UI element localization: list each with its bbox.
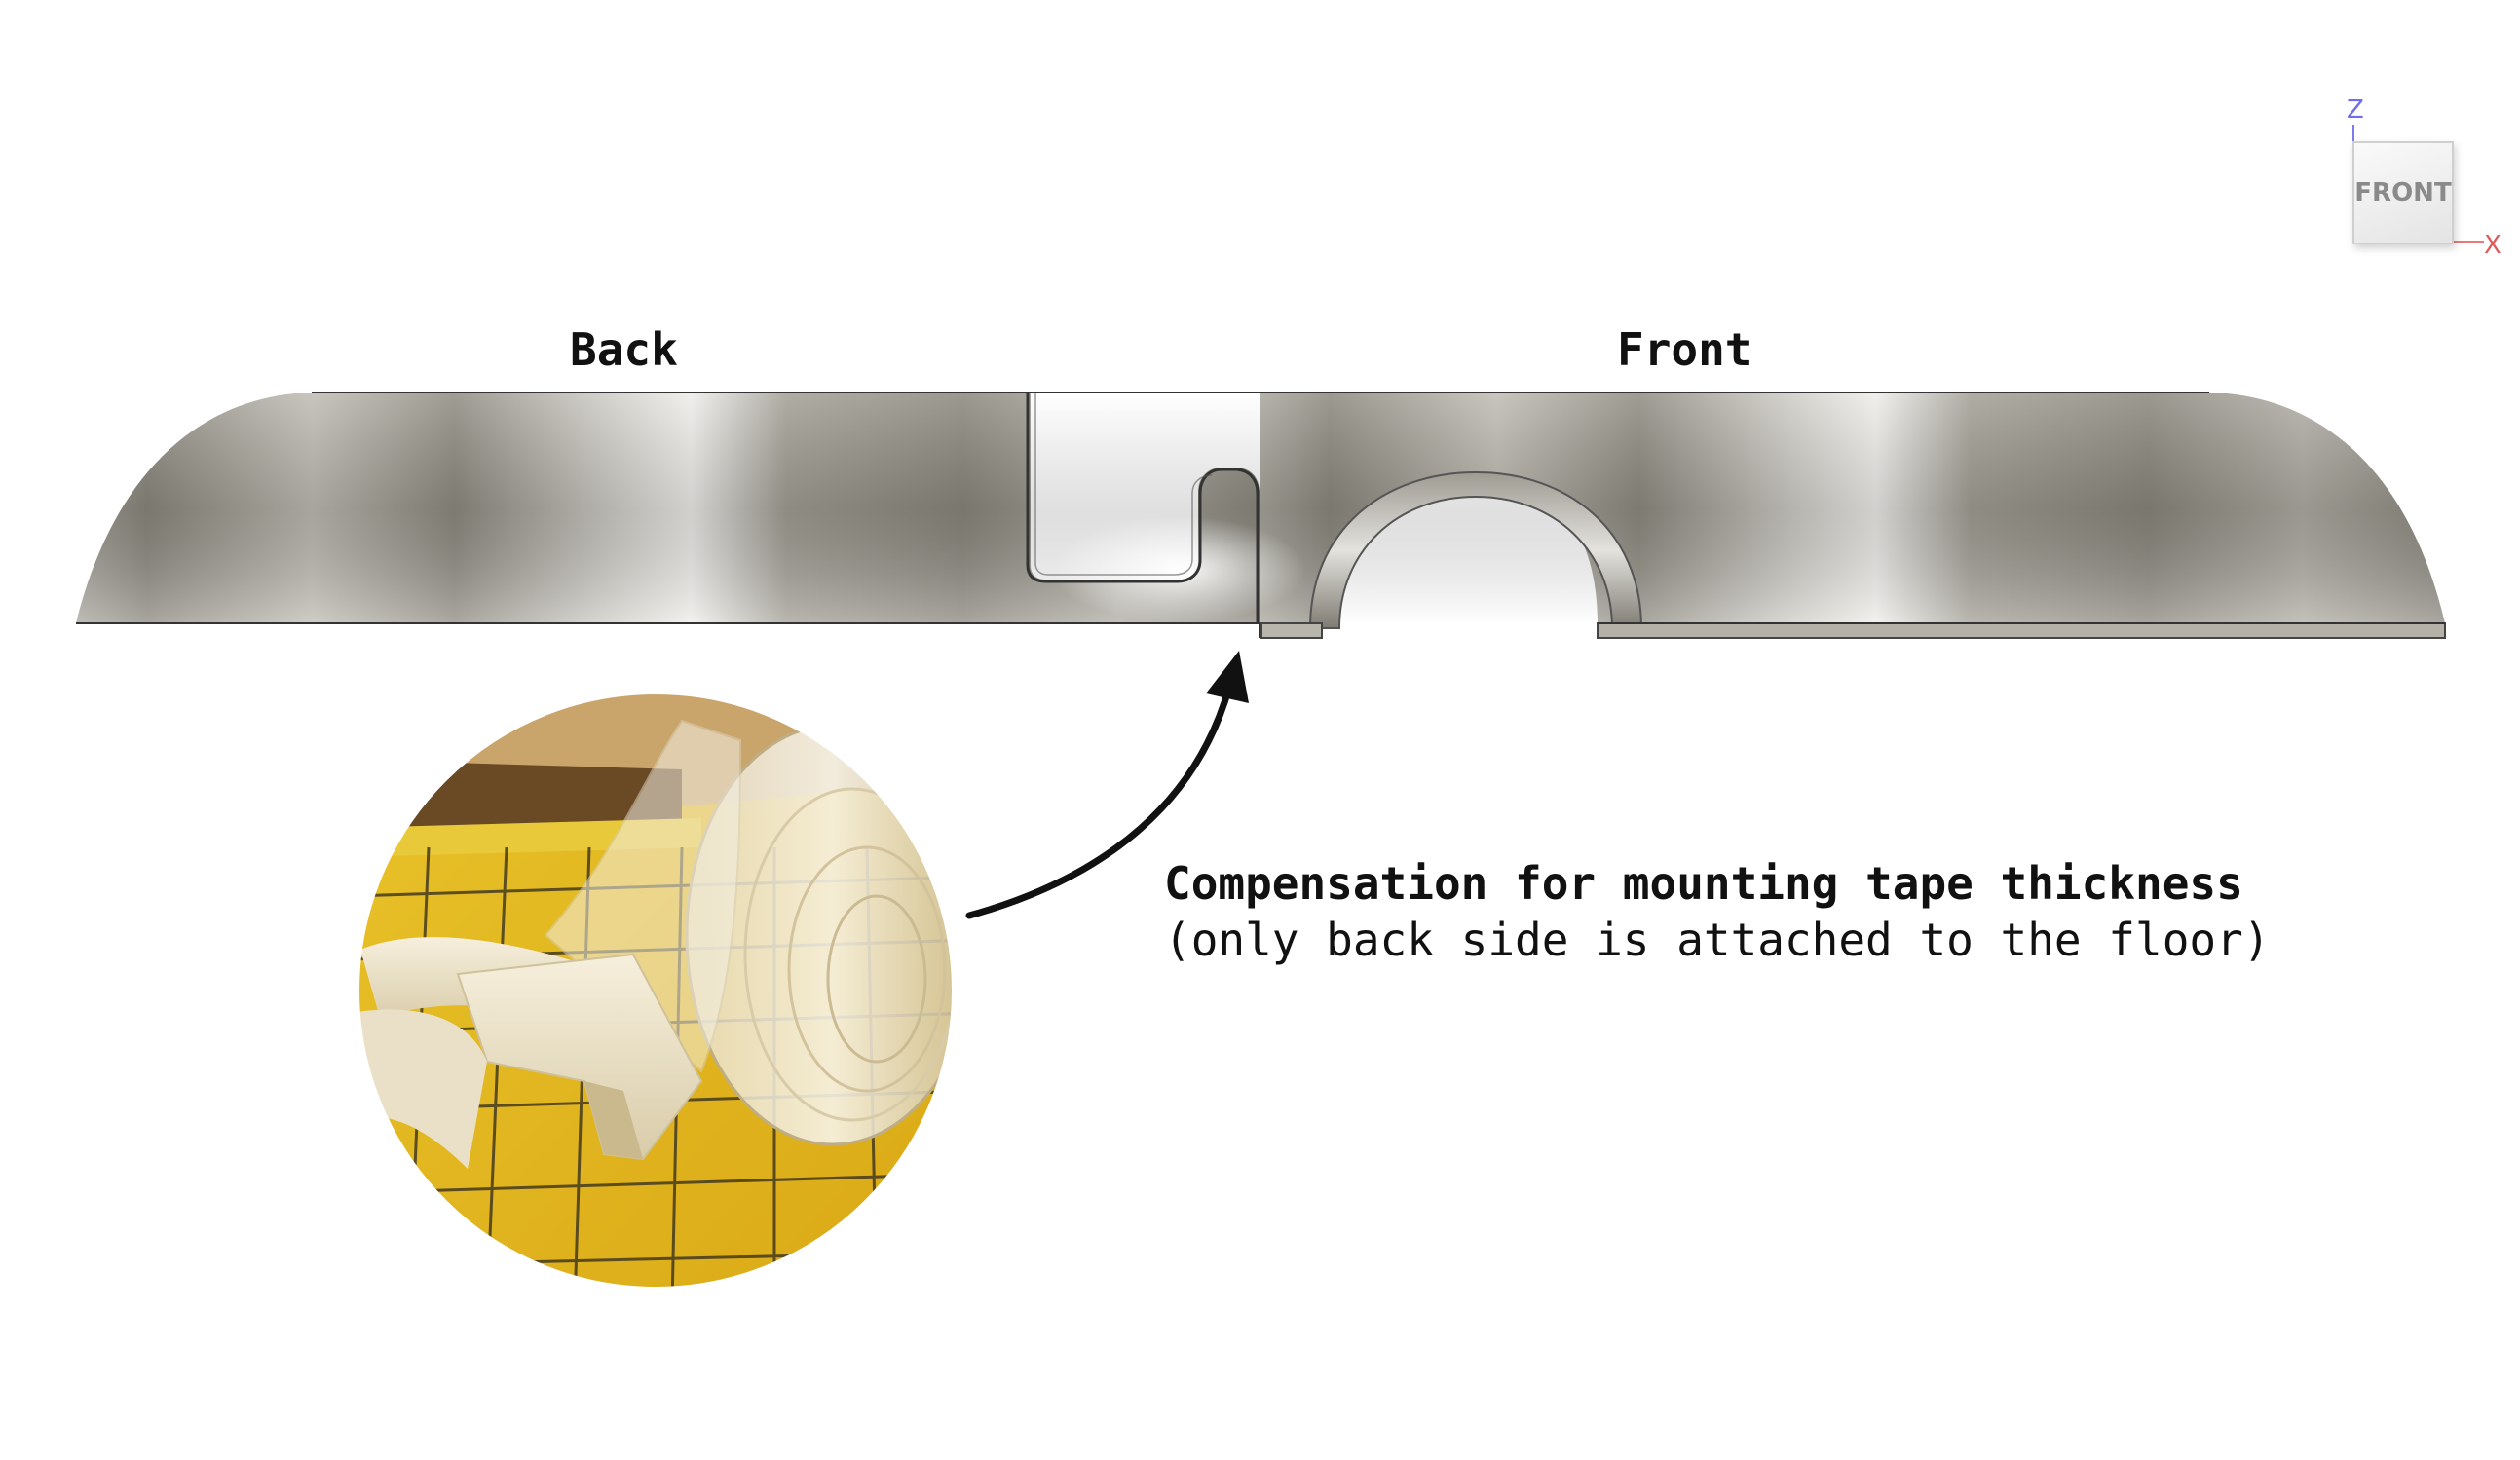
x-axis-label: X [2484, 231, 2501, 260]
caption-title: Compensation for mounting tape thickness [1164, 857, 2243, 910]
label-front: Front [1617, 323, 1752, 376]
part-profile [76, 392, 2446, 639]
view-cube-front-face[interactable]: FRONT [2352, 141, 2454, 244]
caption-subtitle: (only back side is attached to the floor… [1164, 914, 2271, 966]
mounting-tape-photo [358, 693, 953, 1288]
label-back: Back [570, 323, 678, 376]
view-cube[interactable]: Z X FRONT [2313, 88, 2501, 273]
callout-arrow [965, 651, 1249, 919]
z-axis-label: Z [2347, 95, 2364, 125]
